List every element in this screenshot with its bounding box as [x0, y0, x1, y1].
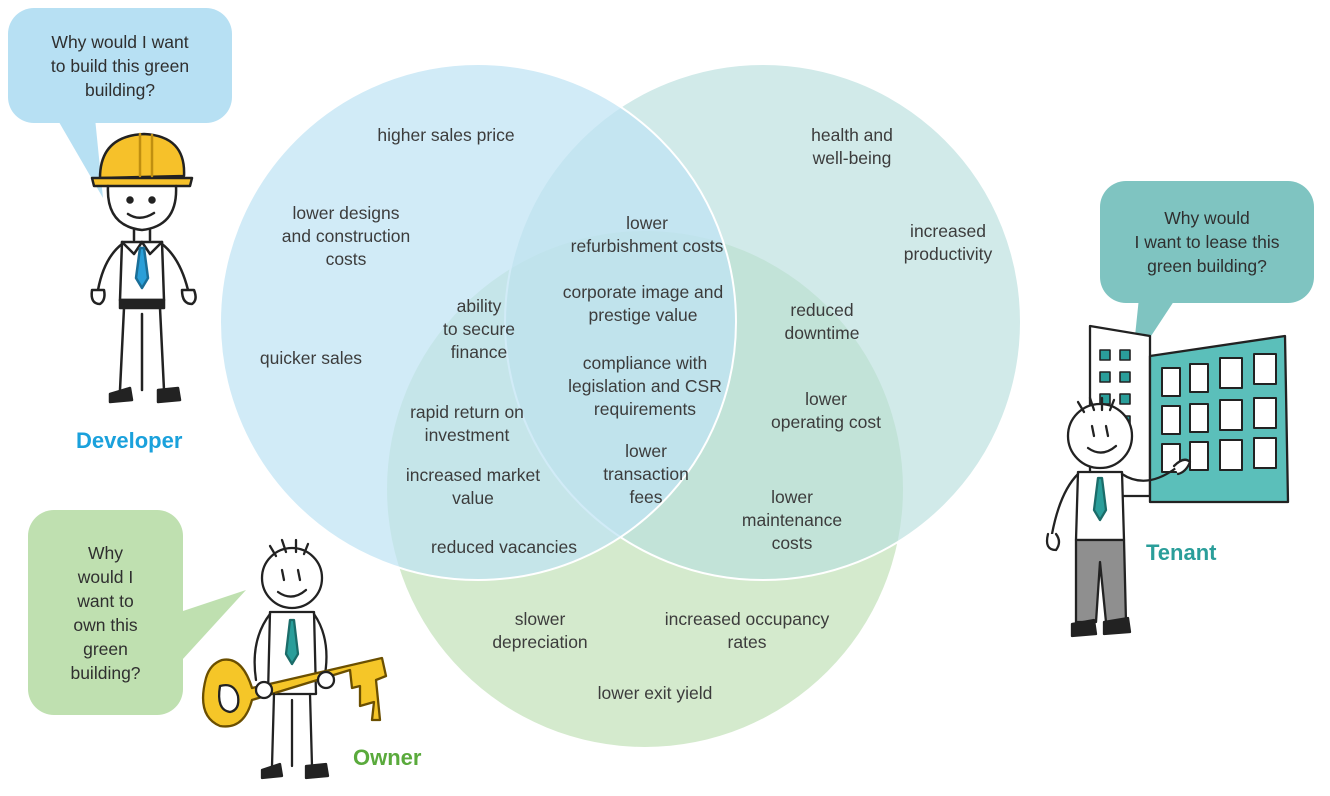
- benefit-increased-occupancy: increased occupancy rates: [664, 609, 830, 652]
- owner-role-label: Owner: [353, 745, 422, 770]
- tenant-speech-bubble: Why would I want to lease this green bui…: [1100, 181, 1314, 303]
- benefit-corporate-image: corporate image and prestige value: [562, 282, 724, 325]
- developer-figure: [90, 132, 197, 404]
- benefit-higher-sales-price: higher sales price: [377, 125, 515, 145]
- benefit-quicker-sales: quicker sales: [259, 348, 363, 368]
- developer-speech-bubble: Why would I want to build this green bui…: [8, 8, 232, 123]
- tenant-role-label: Tenant: [1146, 540, 1217, 565]
- benefit-rapid-return: rapid return on investment: [410, 402, 524, 445]
- developer-circle: [219, 63, 737, 581]
- benefit-market-value: increased market value: [405, 465, 541, 508]
- benefit-lower-design-costs: lower designs and construction costs: [281, 203, 411, 269]
- benefit-reduced-downtime: reduced downtime: [784, 300, 860, 343]
- owner-figure: [201, 538, 388, 780]
- benefit-lower-operating-cost: lower operating cost: [771, 389, 881, 432]
- benefit-increased-productivity: increased productivity: [903, 221, 993, 264]
- owner-speech-bubble: Why would I want to own this green build…: [28, 510, 183, 715]
- benefit-reduced-vacancies: reduced vacancies: [431, 537, 577, 557]
- benefit-lower-refurbishment: lower refurbishment costs: [570, 213, 724, 256]
- benefit-slower-depreciation: slower depreciation: [492, 609, 588, 652]
- benefit-compliance: compliance with legislation and CSR requ…: [568, 353, 722, 419]
- owner-bubble-tail: [180, 590, 246, 660]
- benefit-lower-exit-yield: lower exit yield: [597, 683, 713, 703]
- benefit-lower-maintenance: lower maintenance costs: [741, 487, 843, 553]
- tenant-figure: [1045, 324, 1290, 638]
- benefit-lower-transaction-fees: lower transaction fees: [603, 441, 689, 507]
- developer-bubble-tail: [52, 110, 103, 198]
- benefit-secure-finance: ability to secure finance: [443, 296, 515, 362]
- developer-role-label: Developer: [76, 428, 183, 453]
- benefit-health-well-being: health and well-being: [811, 125, 893, 168]
